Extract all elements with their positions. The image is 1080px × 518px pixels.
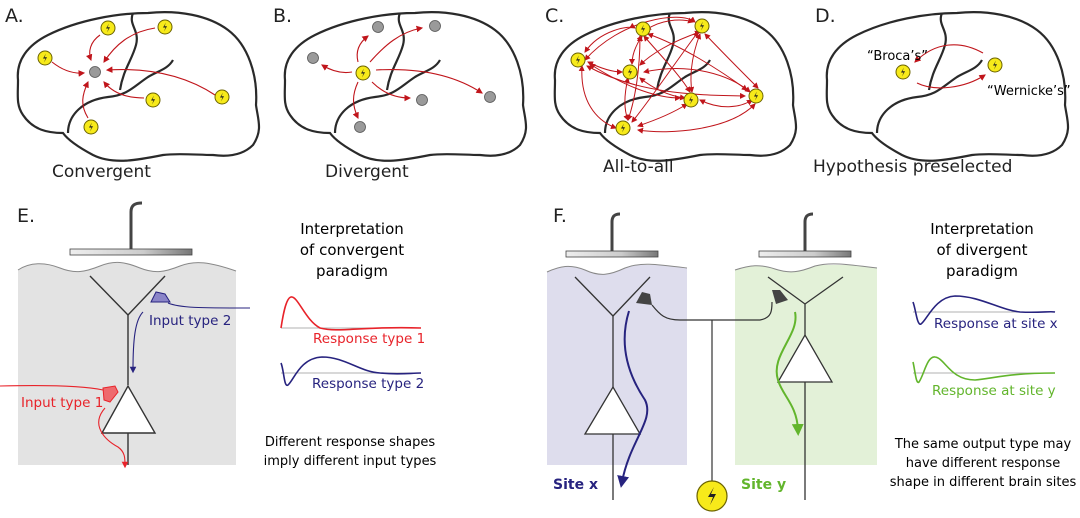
neuron-soma xyxy=(100,384,157,434)
all-to-all-arrows xyxy=(578,16,759,134)
lightning-bolt-icon xyxy=(748,88,764,104)
panel-e-letter: E. xyxy=(17,205,35,227)
panel-b-caption: Divergent xyxy=(325,162,409,182)
response-site-x-label: Response at site x xyxy=(934,316,1058,332)
brain-outline xyxy=(553,11,798,162)
panel-b: B. Divergent xyxy=(273,5,528,182)
interp-line-3: paradigm xyxy=(316,262,388,280)
electrode-wire xyxy=(129,201,143,249)
neuron-x-soma xyxy=(583,385,642,435)
input-type-1-label: Input type 1 xyxy=(21,395,103,411)
recording-node xyxy=(354,121,366,133)
neuron xyxy=(89,275,166,465)
interp-line-1: Interpretation xyxy=(930,220,1034,238)
neuron-y-soma xyxy=(776,333,834,383)
interp-line-3: paradigm xyxy=(946,262,1018,280)
response-site-y-label: Response at site y xyxy=(932,383,1056,399)
panel-f: F. Site x xyxy=(546,205,1077,512)
panel-c-letter: C. xyxy=(545,5,564,27)
lightning-bolt-icon xyxy=(355,65,371,81)
brain-outline xyxy=(283,11,528,162)
recording-node xyxy=(307,52,319,64)
panel-f-letter: F. xyxy=(553,205,567,227)
lightning-bolt-icon xyxy=(157,19,173,35)
panel-a-letter: A. xyxy=(5,5,24,27)
lightning-bolt-icon xyxy=(615,120,631,136)
panel-c: C. xyxy=(545,5,798,177)
recording-node xyxy=(372,21,384,33)
response-site-y-trace xyxy=(912,356,1056,384)
panel-a-caption: Convergent xyxy=(52,162,151,182)
recording-node xyxy=(89,66,101,78)
interp-line-2: of convergent xyxy=(300,241,404,259)
site-x-region xyxy=(547,265,687,465)
convergent-arrows xyxy=(51,27,216,119)
lightning-bolt-icon xyxy=(83,119,99,135)
response-type-2-trace xyxy=(280,356,422,387)
input-type-2-label: Input type 2 xyxy=(149,313,231,329)
recording-node xyxy=(429,20,441,32)
lightning-bolt-icon xyxy=(987,57,1003,73)
site-x-label: Site x xyxy=(553,477,598,493)
interp-line-2: of divergent xyxy=(936,241,1027,259)
site-y-arrow xyxy=(775,311,804,436)
note-line-1: Different response shapes xyxy=(265,435,436,450)
response-type-2-label: Response type 2 xyxy=(312,376,424,392)
tissue-region xyxy=(18,263,236,465)
lightning-bolt-icon xyxy=(145,92,161,108)
note-line-2: have different response xyxy=(906,456,1060,471)
response-type-1-label: Response type 1 xyxy=(313,331,425,347)
panel-d-caption: Hypothesis preselected xyxy=(813,157,1012,177)
broca-label: “Broca’s” xyxy=(867,49,928,64)
electrode-plate-x xyxy=(565,250,659,258)
electrode-plate xyxy=(69,248,193,256)
lightning-bolt-icon xyxy=(696,480,728,512)
note-line-1: The same output type may xyxy=(894,437,1072,452)
input-type-1-synapse xyxy=(102,385,119,403)
neuron-x xyxy=(574,276,651,500)
lightning-bolt-icon xyxy=(570,52,586,68)
input-type-2-arrow xyxy=(129,311,144,374)
panel-b-letter: B. xyxy=(273,5,292,27)
lightning-bolt-icon xyxy=(214,89,230,105)
lightning-bolt-icon xyxy=(100,20,116,36)
panel-e: E. Input type 2 Input type 1 Interpretat… xyxy=(0,201,437,469)
lightning-bolt-icon xyxy=(622,64,638,80)
hypothesis-arrows xyxy=(914,44,986,89)
note-line-2: imply different input types xyxy=(264,454,437,469)
wernicke-label: “Wernicke’s” xyxy=(987,84,1071,99)
synapse-x xyxy=(636,292,652,305)
note-line-3: shape in different brain sites xyxy=(890,475,1077,490)
panel-d-letter: D. xyxy=(815,5,836,27)
response-site-x-trace xyxy=(912,295,1056,325)
synapse-y xyxy=(772,290,788,304)
brain-outline xyxy=(16,11,261,162)
neuron-y xyxy=(767,276,844,500)
shared-axon xyxy=(651,301,773,321)
divergent-arrows xyxy=(321,25,483,119)
input-type-1-arrow xyxy=(98,407,129,469)
lightning-bolt-icon xyxy=(635,21,651,37)
interp-line-1: Interpretation xyxy=(300,220,404,238)
panel-c-caption: All-to-all xyxy=(603,157,674,177)
lightning-bolt-icon xyxy=(895,64,911,80)
recording-node xyxy=(484,91,496,103)
lightning-bolt-icon xyxy=(37,50,53,66)
input-type-2-synapse xyxy=(150,291,171,303)
panel-d: D. “Broca’s” “Wernicke’s” Hypothesis pre… xyxy=(813,5,1071,177)
lightning-bolt-icon xyxy=(694,18,710,34)
response-type-1-trace xyxy=(280,296,422,331)
electrode-plate-y xyxy=(758,250,852,258)
panel-a: A. Convergent xyxy=(5,5,261,182)
site-x-arrow xyxy=(617,310,649,488)
site-y-label: Site y xyxy=(741,477,786,493)
lightning-bolt-icon xyxy=(683,92,699,108)
recording-node xyxy=(416,94,428,106)
